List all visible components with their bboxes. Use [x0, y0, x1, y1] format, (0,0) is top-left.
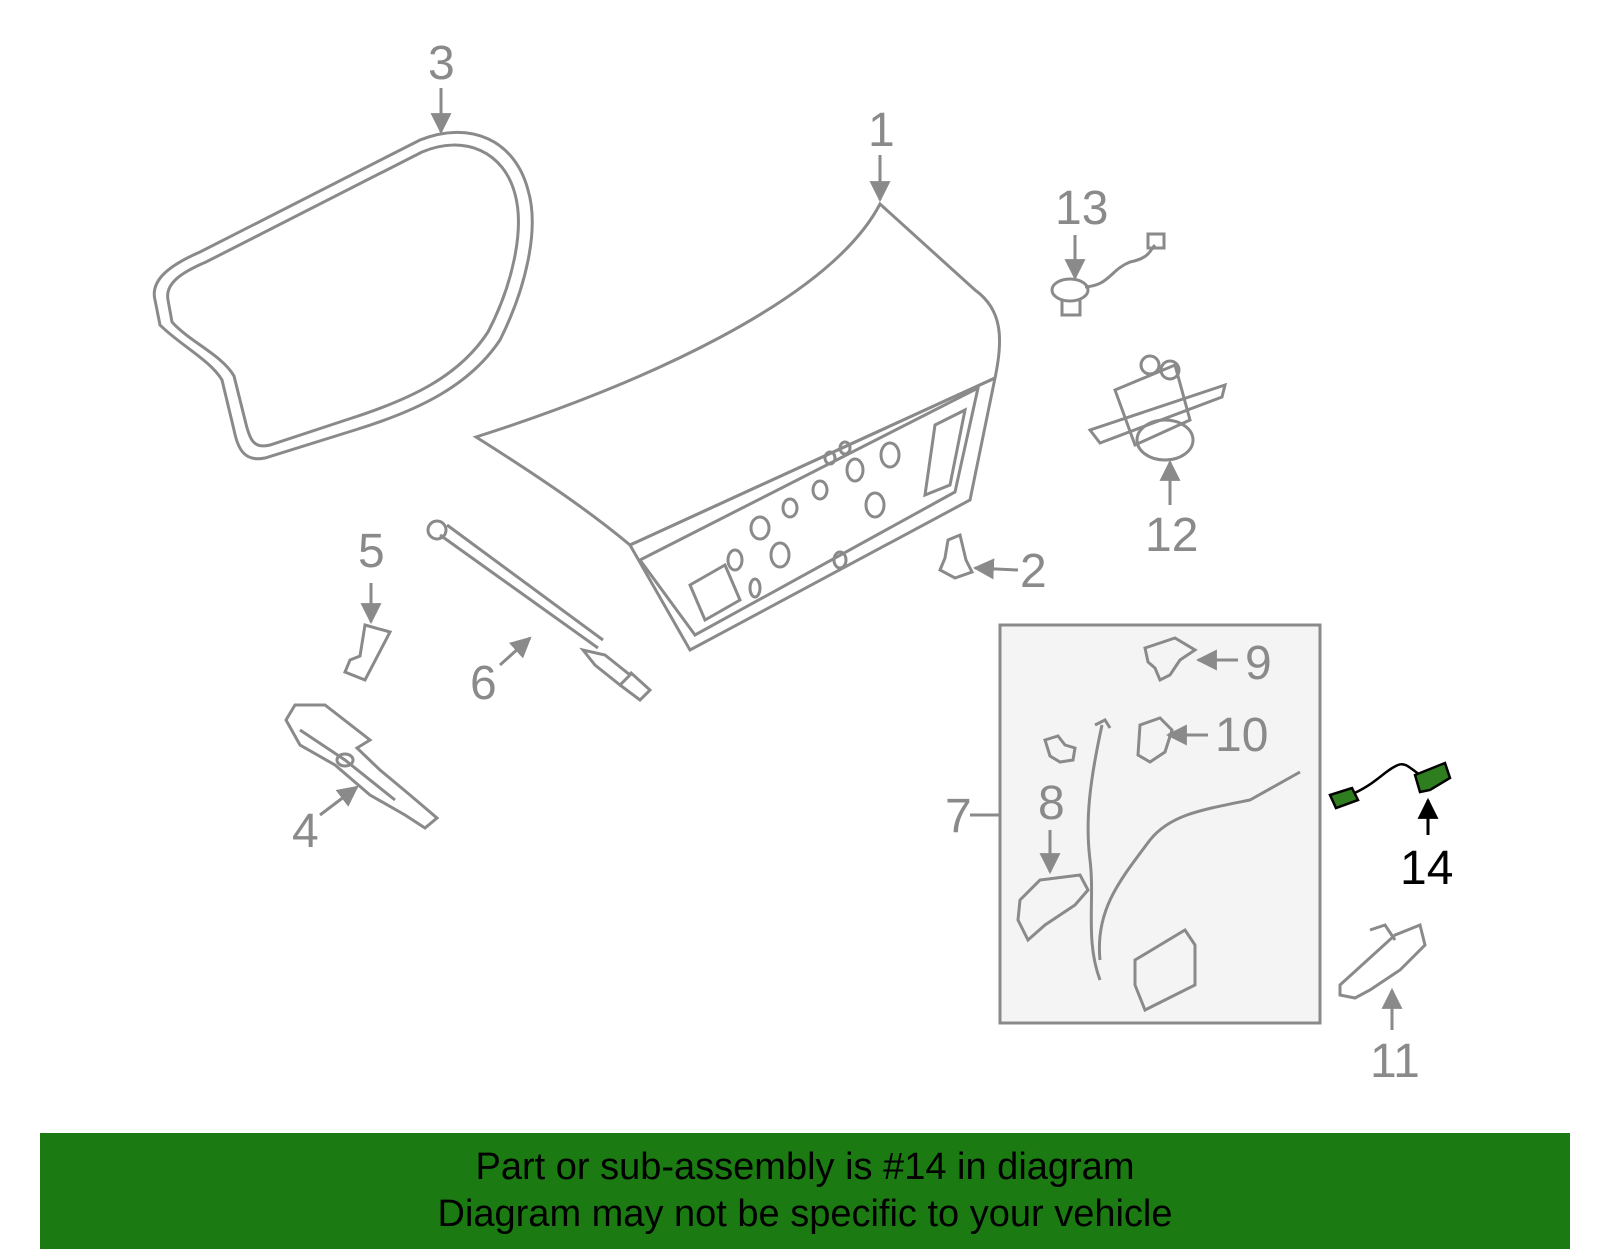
- part-2-clip: [938, 532, 975, 580]
- callout-10[interactable]: 10: [1215, 709, 1269, 762]
- part-3-weatherstrip: [152, 130, 534, 461]
- callout-8[interactable]: 8: [1038, 777, 1065, 830]
- part-13-sensor: [1050, 232, 1166, 317]
- callout-11[interactable]: 11: [1370, 1035, 1420, 1088]
- part-10-grommet: [1136, 716, 1174, 764]
- sub-assembly-box: [998, 623, 1322, 1025]
- callout-5[interactable]: 5: [358, 525, 385, 578]
- part-9-clip: [1143, 636, 1198, 683]
- part-14-harness: [1328, 761, 1452, 810]
- callout-13[interactable]: 13: [1055, 182, 1109, 235]
- callout-9[interactable]: 9: [1245, 637, 1272, 690]
- callout-14[interactable]: 14: [1400, 842, 1454, 895]
- callout-1[interactable]: 1: [868, 104, 895, 157]
- part-12-latch-motor: [1087, 354, 1228, 462]
- leader-lines: [319, 88, 1403, 1030]
- part-8-latch-assembly: [1016, 718, 1301, 1013]
- part-11-bracket: [1338, 922, 1427, 1000]
- callout-3[interactable]: 3: [428, 37, 455, 90]
- banner-line-1: Part or sub-assembly is #14 in diagram: [475, 1146, 1135, 1188]
- callout-6[interactable]: 6: [470, 657, 497, 710]
- info-banner: Part or sub-assembly is #14 in diagram D…: [40, 1133, 1570, 1249]
- callout-7[interactable]: 7: [945, 790, 972, 843]
- banner-line-2: Diagram may not be specific to your vehi…: [437, 1193, 1173, 1235]
- part-5-bracket: [343, 623, 393, 682]
- part-4-hinge: [284, 703, 440, 830]
- part-1-trunk-lid: [472, 201, 1002, 653]
- callout-12[interactable]: 12: [1145, 509, 1199, 562]
- callout-2[interactable]: 2: [1020, 545, 1047, 598]
- callout-4[interactable]: 4: [292, 805, 319, 858]
- part-6-gas-strut: [426, 519, 653, 702]
